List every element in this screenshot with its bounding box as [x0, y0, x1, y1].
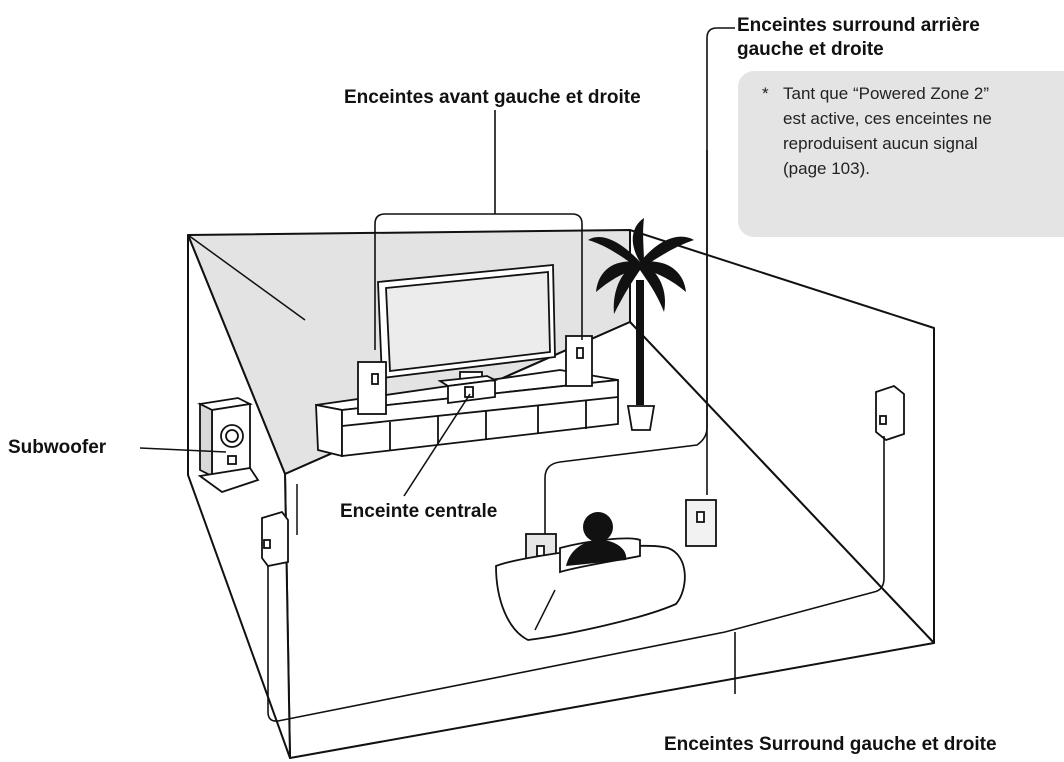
palm-fronds — [588, 218, 694, 314]
leader-lines — [139, 27, 885, 722]
center-speaker — [437, 375, 499, 405]
surround-left-speaker — [261, 510, 289, 567]
surround-right-speaker — [875, 384, 905, 442]
powered-zone-note: * Tant que “Powered Zone 2” est active, … — [738, 71, 1064, 237]
label-subwoofer: Subwoofer — [8, 437, 107, 458]
note-asterisk: * — [762, 84, 769, 103]
label-surround-speakers: Enceintes Surround gauche et droite — [664, 734, 997, 755]
front-right-speaker — [565, 335, 593, 387]
label-surround-back-line1: Enceintes surround arrière — [737, 15, 980, 36]
subwoofer-speaker — [197, 397, 260, 494]
note-line: Tant que “Powered Zone 2” — [783, 84, 990, 103]
television — [377, 264, 556, 381]
label-surround-back-line2: gauche et droite — [737, 39, 884, 60]
person-silhouette — [566, 512, 627, 566]
palm-tree — [588, 218, 694, 431]
room — [187, 229, 935, 759]
left-wall — [187, 234, 291, 759]
note-line: (page 103). — [783, 159, 870, 178]
label-front-speakers: Enceintes avant gauche et droite — [344, 87, 641, 108]
note-line: est active, ces enceintes ne — [783, 109, 992, 128]
label-center-speaker: Enceinte centrale — [340, 501, 498, 522]
front-left-speaker — [357, 361, 387, 415]
surround-back-right-speaker — [685, 499, 717, 547]
note-line: reproduisent aucun signal — [783, 134, 978, 153]
